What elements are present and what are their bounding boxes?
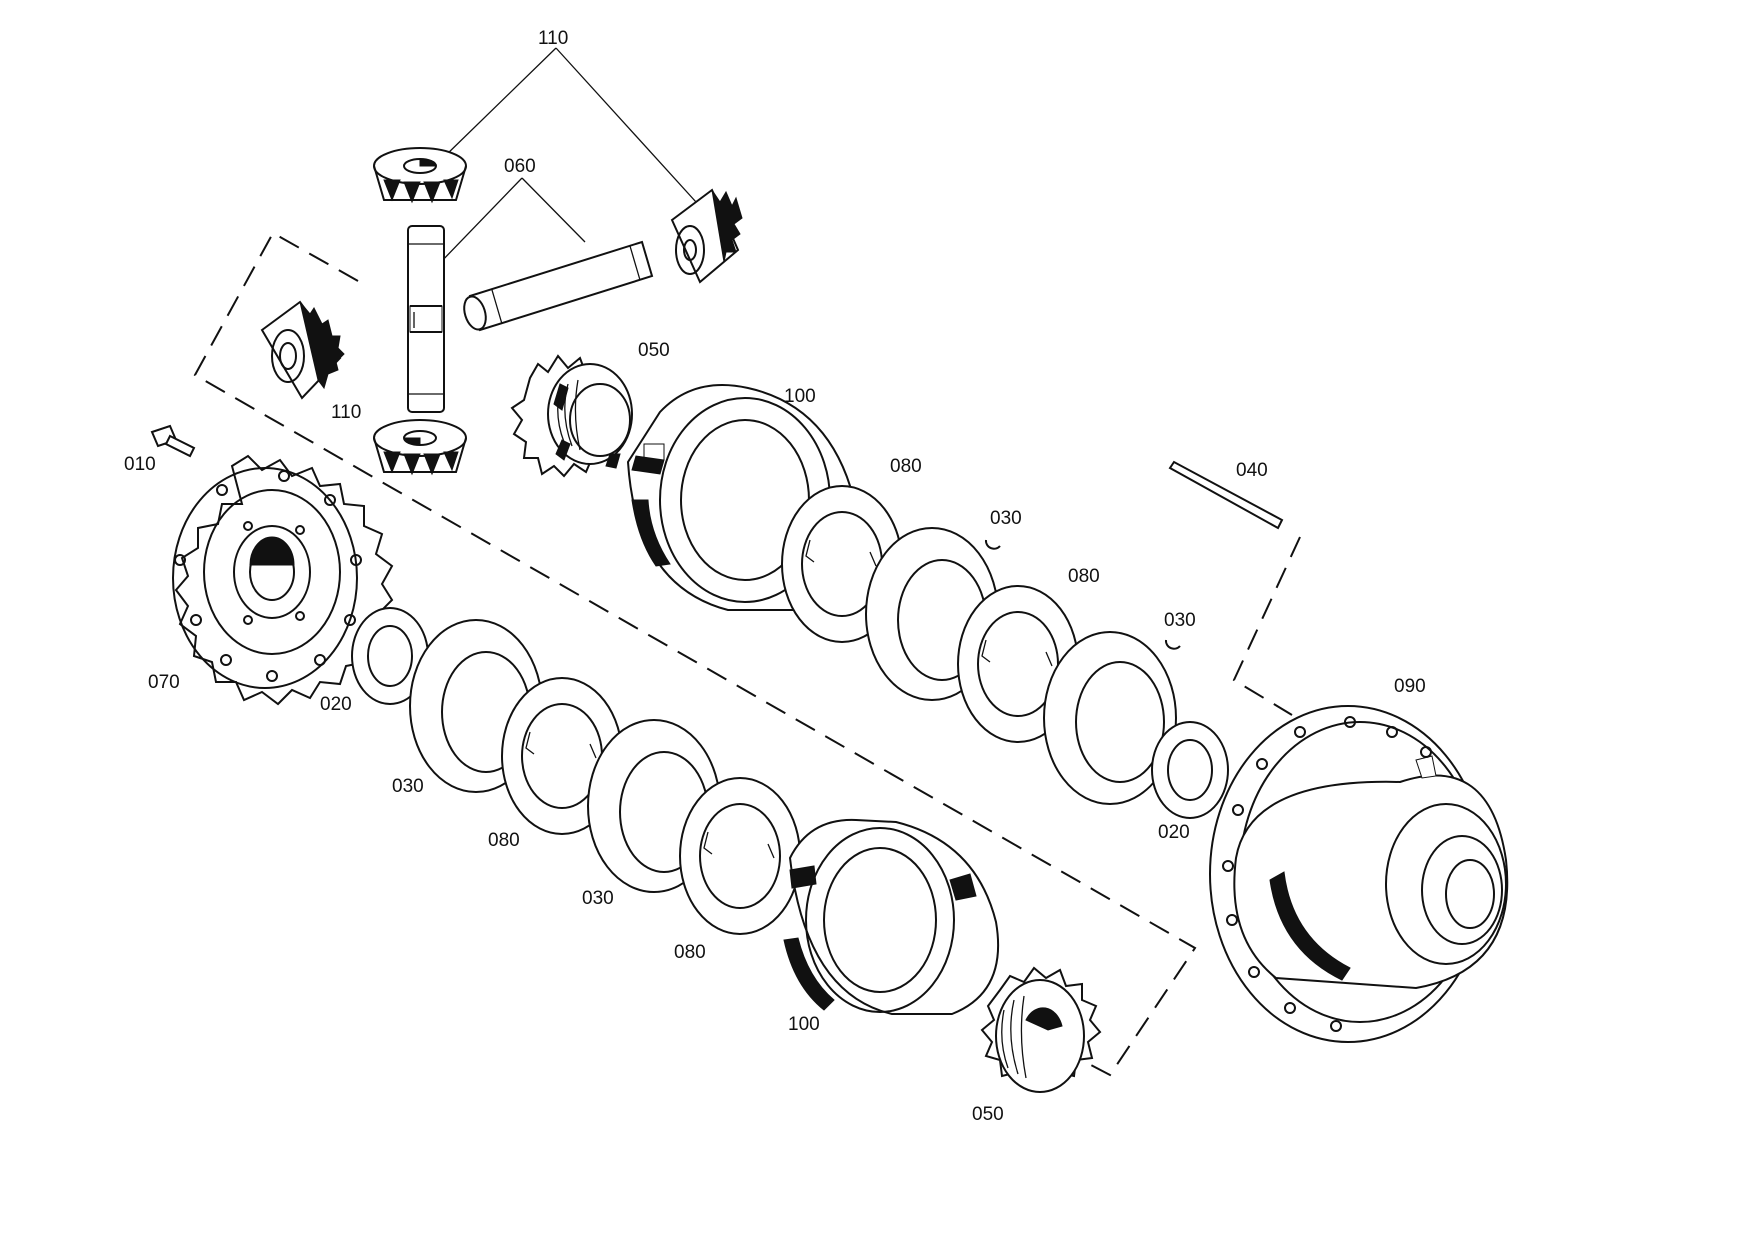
clutch-housing-bottom bbox=[783, 818, 1000, 1015]
label-100-bottom: 100 bbox=[788, 1014, 820, 1035]
label-050-bottom: 050 bbox=[972, 1104, 1004, 1125]
label-100-top: 100 bbox=[784, 386, 816, 407]
label-080-c: 080 bbox=[488, 830, 520, 851]
label-050-top: 050 bbox=[638, 340, 670, 361]
steel-disc-b bbox=[1043, 631, 1181, 805]
thrust-washer-right bbox=[1151, 721, 1229, 819]
label-080-b: 080 bbox=[1068, 566, 1100, 587]
friction-disc-d bbox=[679, 777, 801, 935]
cross-pin-diagonal bbox=[463, 240, 654, 332]
label-040: 040 bbox=[1236, 460, 1268, 481]
label-090: 090 bbox=[1394, 676, 1426, 697]
label-030-c: 030 bbox=[392, 776, 424, 797]
leader-lines bbox=[436, 47, 707, 267]
bolt bbox=[150, 424, 196, 458]
label-080-d: 080 bbox=[674, 942, 706, 963]
side-gear-bottom bbox=[980, 966, 1102, 1093]
label-030-d: 030 bbox=[582, 888, 614, 909]
label-020-left: 020 bbox=[320, 694, 352, 715]
roll-pin bbox=[1168, 460, 1284, 530]
cross-pin-vertical bbox=[407, 225, 445, 413]
label-030-b: 030 bbox=[1164, 610, 1196, 631]
label-010: 010 bbox=[124, 454, 156, 475]
pinion-gear-middle bbox=[373, 419, 467, 476]
assembly-dashed-outline bbox=[193, 231, 1301, 1077]
pinion-gear-top bbox=[373, 147, 467, 204]
label-060: 060 bbox=[504, 156, 536, 177]
part-labels: 110 060 050 100 110 010 080 030 040 080 … bbox=[124, 28, 1426, 1125]
side-gear-top bbox=[510, 354, 633, 478]
label-020-right: 020 bbox=[1158, 822, 1190, 843]
sprocket-cover bbox=[172, 454, 394, 706]
label-070: 070 bbox=[148, 672, 180, 693]
pinion-gear-left bbox=[260, 300, 345, 400]
label-110-top: 110 bbox=[538, 28, 568, 49]
label-030-a: 030 bbox=[990, 508, 1022, 529]
label-080-a: 080 bbox=[890, 456, 922, 477]
pinion-gear-right bbox=[670, 188, 743, 284]
differential-housing bbox=[1209, 705, 1509, 1043]
label-110-middle: 110 bbox=[331, 402, 361, 423]
